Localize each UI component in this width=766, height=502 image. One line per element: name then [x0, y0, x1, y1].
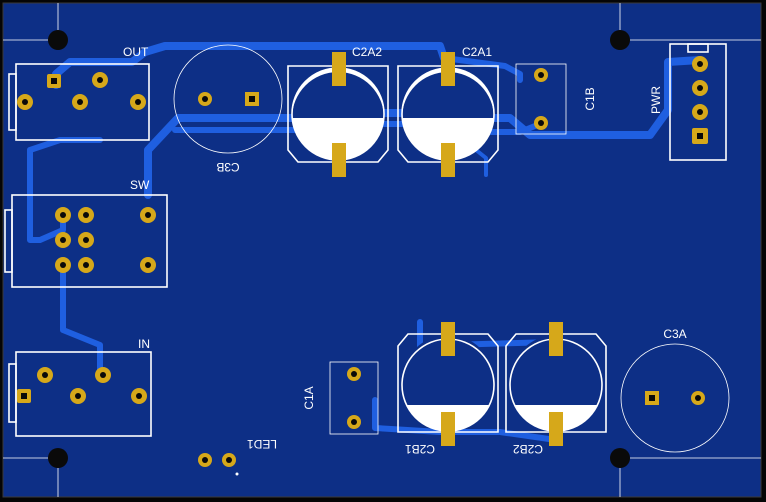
c1a-outline	[329, 361, 379, 435]
connector-in: IN	[8, 337, 152, 437]
c2b1-outline	[397, 333, 499, 433]
label-c3a: C3A	[663, 327, 686, 341]
c2b2-outline	[505, 333, 607, 433]
c2a2-outline	[287, 65, 389, 163]
in-latch	[8, 363, 17, 423]
label-led1: LED1	[247, 437, 277, 451]
led-led1: LED1	[198, 437, 277, 476]
mounting-holes	[48, 30, 630, 468]
mount-hole-tr	[610, 30, 630, 50]
sw-latch	[4, 209, 13, 273]
trace-c2a1-stub	[474, 148, 488, 177]
label-c2a2: C2A2	[352, 45, 382, 59]
c3b-outline	[173, 44, 283, 154]
label-c2a1: C2A1	[462, 45, 492, 59]
capacitor-c1a: C1A	[302, 361, 379, 435]
label-c1b: C1B	[583, 87, 597, 110]
label-pwr: PWR	[649, 86, 663, 114]
trace-out-top	[52, 42, 448, 89]
c3a-outline	[620, 343, 730, 453]
trace-sw-in	[60, 262, 103, 378]
corner-marks	[3, 3, 761, 497]
connector-out: OUT	[8, 45, 150, 141]
switch-sw: SW	[4, 178, 168, 288]
label-c3b: C3B	[216, 160, 239, 174]
capacitor-c2a2: C2A2	[287, 45, 389, 177]
trace-c2a1-c1b	[441, 55, 523, 83]
mount-hole-br	[610, 448, 630, 468]
label-c1a: C1A	[302, 386, 316, 409]
c2a1-outline	[397, 65, 499, 163]
connector-pwr: PWR	[649, 43, 727, 161]
label-in: IN	[138, 337, 150, 351]
out-latch	[8, 73, 17, 131]
label-out: OUT	[123, 45, 149, 59]
capacitor-c2a1: C2A1	[397, 45, 499, 177]
capacitor-c3a: C3A	[620, 327, 730, 453]
capacitor-c1b: C1B	[515, 63, 597, 135]
label-sw: SW	[130, 178, 150, 192]
capacitor-c2b2: C2B2	[505, 322, 607, 456]
mount-hole-tl	[48, 30, 68, 50]
label-c2b1: C2B1	[405, 442, 435, 456]
pwr-key	[687, 43, 709, 53]
label-c2b2: C2B2	[513, 442, 543, 456]
mount-hole-bl	[48, 448, 68, 468]
c1b-outline	[515, 63, 567, 135]
capacitor-c2b1: C2B1	[397, 322, 499, 456]
capacitor-c3b: C3B	[173, 44, 283, 174]
corner-cut-lines	[3, 3, 761, 497]
